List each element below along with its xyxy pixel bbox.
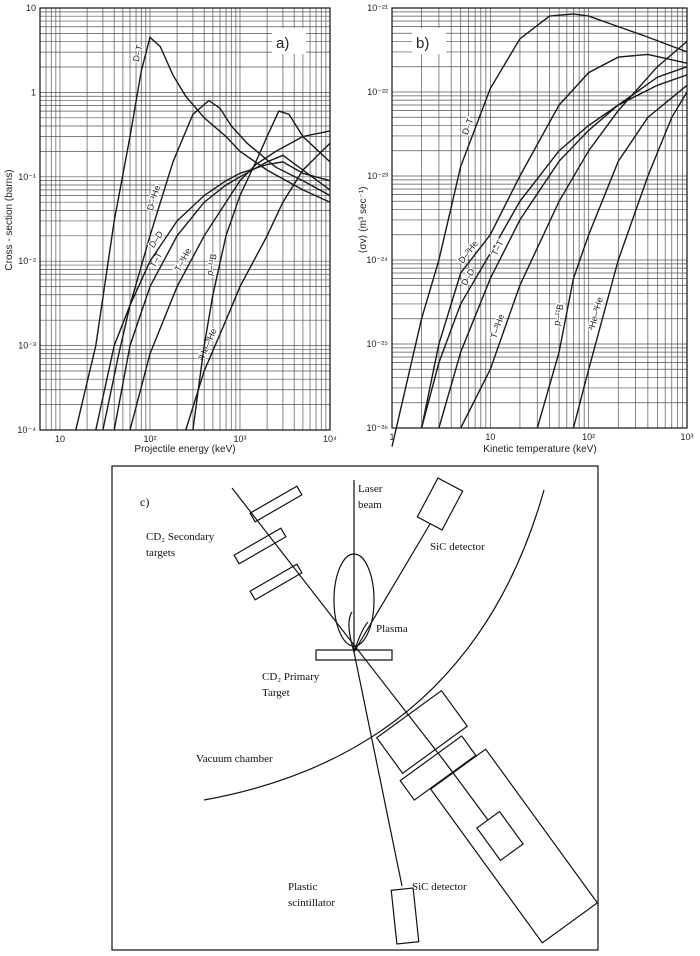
series-label: p–¹¹B	[204, 253, 219, 277]
series-line	[572, 91, 688, 429]
plasma-plume	[348, 611, 369, 653]
y-tick-label: 10⁻²³	[367, 171, 388, 181]
y-tick-label: 10⁻²⁴	[366, 255, 388, 265]
series-line	[460, 40, 688, 429]
y-tick-label: 10⁻²⁵	[367, 339, 389, 349]
y-tick-label: 10⁻²¹	[367, 3, 388, 13]
secondary-target-1	[249, 485, 303, 523]
chart-a-ticks: 10 10² 10³ 10⁴ 10 1 10⁻¹ 10⁻² 10⁻³ 10⁻⁴	[17, 3, 337, 444]
x-tick-label: 10²	[143, 434, 156, 444]
sic-detector-inner-box	[476, 810, 524, 862]
series-line	[75, 36, 331, 431]
chart-b-ticks: 1 10 10² 10³ 10⁻²¹ 10⁻²² 10⁻²³ 10⁻²⁴ 10⁻²⁵ 10⁻²⁶	[366, 3, 693, 442]
sic-detector-top-label: SiC detector	[430, 541, 485, 553]
y-tick-label: 10⁻²²	[367, 87, 388, 97]
x-tick-label: 10⁴	[323, 434, 337, 444]
y-tick-label: 10⁻⁴	[17, 425, 36, 435]
y-tick-label: 10⁻²⁶	[367, 423, 389, 433]
sic-detector-bottom-label: SiC detector	[412, 881, 467, 893]
plastic-label-2: scintillator	[288, 897, 335, 909]
chart-a-xlabel: Projectile energy (keV)	[134, 444, 235, 455]
chart-a-grid	[39, 7, 331, 431]
plastic-scintillator-box	[390, 887, 420, 945]
sic-detector-head	[375, 689, 469, 775]
series-label: T–³He	[488, 313, 506, 340]
plasma-ellipse	[333, 553, 375, 647]
chart-a-label-bg	[272, 28, 306, 54]
series-line	[192, 110, 331, 431]
cd2-primary-label-1: CD₂ Primary	[262, 671, 320, 683]
primary-target	[315, 649, 393, 661]
laser-beam-label-1: Laser	[358, 483, 383, 495]
diagram-frame	[111, 465, 599, 951]
x-tick-label: 1	[389, 432, 394, 442]
x-tick-label: 10³	[233, 434, 246, 444]
chart-a-panel-label: a)	[276, 35, 289, 52]
cd2-secondary-label-1: CD₂ Secondary	[146, 531, 215, 543]
sic-detector-flange	[399, 735, 477, 801]
scintillator-line	[353, 651, 403, 887]
series-line	[185, 142, 331, 431]
series-label: p–¹¹B	[551, 303, 565, 327]
chart-a-ylabel: Cross - section (barns)	[4, 169, 15, 270]
laser-beam-label-2: beam	[358, 499, 382, 511]
cd2-primary-label-2: Target	[262, 687, 290, 699]
diagram-panel-label: c)	[140, 495, 149, 509]
secondary-target-3	[249, 563, 303, 601]
x-tick-label: 10³	[680, 432, 693, 442]
vacuum-chamber-arc	[203, 489, 545, 801]
series-line	[391, 13, 688, 447]
x-tick-label: 10²	[582, 432, 595, 442]
sic-detector-tube	[429, 748, 599, 944]
sic-detector-top-line	[353, 523, 431, 653]
y-tick-label: 10⁻²	[18, 256, 36, 266]
series-line	[113, 154, 331, 431]
chart-b-grid	[391, 7, 688, 429]
y-tick-label: 10	[26, 3, 36, 13]
x-tick-label: 10	[55, 434, 65, 444]
chart-b-frame	[391, 7, 688, 429]
vacuum-chamber-label: Vacuum chamber	[196, 753, 273, 765]
plastic-label-1: Plastic	[288, 881, 317, 893]
series-label: D–D	[459, 266, 477, 287]
plasma-label: Plasma	[376, 623, 408, 635]
series-label: ³He–³He	[586, 296, 605, 331]
chart-b-ylabel: ⟨σv⟩ (m³ sec⁻¹)	[358, 186, 369, 253]
y-tick-label: 10⁻¹	[18, 172, 36, 182]
setup-diagram: c) Laser beam SiC detector CD₂ Secondary…	[111, 465, 599, 951]
series-line	[536, 84, 688, 429]
series-line	[420, 53, 688, 429]
chart-a-frame	[39, 7, 331, 431]
secondary-target-2	[233, 527, 287, 565]
series-line	[420, 74, 688, 429]
series-label: D–³He	[145, 184, 162, 212]
chart-b-xlabel: Kinetic temperature (keV)	[483, 444, 596, 455]
series-line	[95, 161, 331, 431]
series-label: D–T	[131, 43, 145, 62]
sic-detector-inner-line	[444, 761, 489, 821]
y-tick-label: 1	[31, 87, 36, 97]
sic-detector-top-box	[416, 477, 464, 531]
series-line	[129, 130, 331, 431]
series-label: T–T	[489, 238, 505, 257]
chart-b-panel-label: b)	[416, 35, 429, 52]
x-tick-label: 10	[485, 432, 495, 442]
cd2-secondary-label-2: targets	[146, 547, 175, 559]
secondary-beam-line	[231, 487, 446, 763]
chart-b-label-bg	[412, 28, 446, 54]
series-line	[438, 66, 688, 429]
y-tick-label: 10⁻³	[18, 341, 36, 351]
